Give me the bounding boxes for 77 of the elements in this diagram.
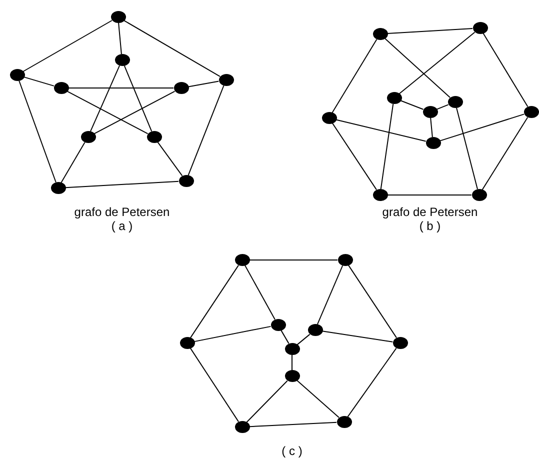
edge-line (248, 422, 338, 428)
vertex-dot (146, 131, 162, 143)
panel-letter: ( c ) (282, 444, 302, 458)
edge-line (90, 65, 120, 132)
edge-line (316, 265, 344, 325)
edge-line (398, 32, 476, 94)
figure-caption: grafo de Petersen (382, 205, 478, 219)
edge-line (296, 380, 340, 418)
edge-line (280, 330, 290, 344)
edge-line (124, 65, 152, 132)
edge-line (246, 380, 288, 423)
edge-line (157, 142, 183, 176)
edge-line (190, 348, 240, 422)
edge-line (456, 107, 478, 190)
vertex-dot (174, 82, 188, 94)
edge-line (188, 85, 224, 176)
vertex-dot (472, 22, 488, 34)
edge-line (436, 104, 449, 110)
edge-line (94, 90, 176, 134)
vertex-dot (178, 175, 194, 187)
vertex-dot (308, 324, 322, 336)
edge-line (66, 90, 148, 134)
figure-caption: grafo de Petersen (74, 205, 170, 219)
vertex-dot (284, 343, 300, 355)
vertex-dot (426, 137, 440, 149)
vertex-dot (386, 92, 402, 104)
edge-line (332, 122, 377, 190)
edge-line (336, 119, 426, 142)
edge-line (430, 117, 433, 138)
panel-letter: ( b ) (419, 219, 441, 233)
edge-line (387, 194, 472, 196)
vertex-dot (322, 112, 336, 124)
vertex-dot (372, 28, 388, 40)
edge-line (64, 180, 180, 188)
edge-line (24, 76, 54, 86)
edge-line (386, 28, 474, 34)
vertex-dot (338, 254, 352, 266)
edge-line (347, 348, 397, 418)
vertex-dot (218, 74, 234, 86)
edge-line (190, 264, 239, 338)
vertex-dot (110, 11, 126, 23)
vertex-dot (448, 96, 462, 108)
vertex-dot (234, 421, 250, 433)
vertex-dot (472, 189, 486, 201)
vertex-dot (336, 416, 352, 428)
edge-line (194, 326, 272, 342)
vertex-dot (80, 131, 96, 143)
edge-line (384, 38, 451, 98)
vertex-dot (234, 254, 250, 266)
edge-line (400, 100, 424, 110)
vertex-dot (114, 54, 130, 66)
edge-line (22, 20, 112, 72)
vertex-dot (392, 337, 408, 349)
edge-line (244, 264, 276, 320)
vertex-dot (10, 69, 24, 81)
edge-line (60, 142, 86, 184)
vertex-dot (524, 106, 538, 118)
vertex-dot (270, 319, 286, 331)
edge-line (482, 116, 528, 190)
edge-line (188, 80, 220, 88)
panel-letter: ( a ) (111, 219, 133, 233)
vertex-dot (284, 370, 300, 382)
edge-line (322, 330, 394, 342)
edge-line (380, 103, 394, 190)
edge-line (296, 334, 310, 346)
edge-line (18, 80, 56, 183)
vertex-dot (54, 82, 68, 94)
vertex-dot (50, 182, 66, 194)
edge-line (332, 38, 378, 114)
edge-line (124, 20, 220, 77)
vertex-dot (372, 189, 388, 201)
vertex-dot (180, 337, 194, 349)
edge-line (348, 264, 397, 338)
edge-line (439, 114, 525, 142)
edge-line (482, 32, 528, 108)
edge-line (118, 22, 122, 55)
vertex-dot (422, 106, 438, 118)
